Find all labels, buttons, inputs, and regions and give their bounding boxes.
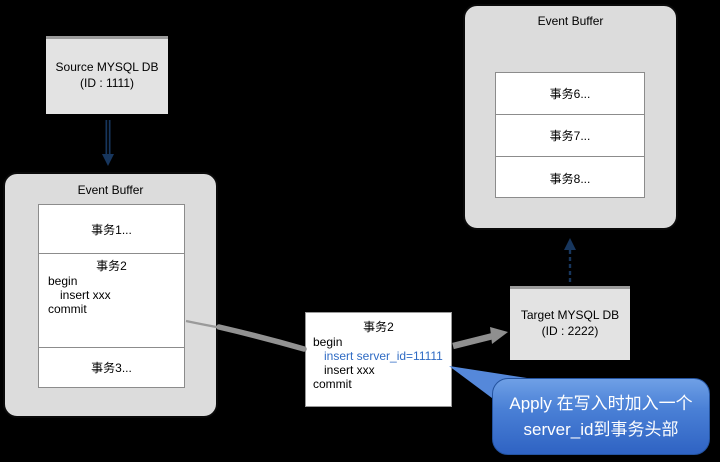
inflight-commit: commit (313, 377, 352, 391)
apply-annotation-callout: Apply 在写入时加入一个 server_id到事务头部 (492, 378, 710, 455)
target-db-title: Target MYSQL DB (520, 308, 620, 322)
source-db-title: Source MYSQL DB (55, 60, 159, 74)
tx2-commit: commit (48, 302, 87, 316)
transaction-8-row: 事务8... (549, 171, 591, 186)
target-transaction-list: 事务6... 事务7... 事务8... (495, 72, 645, 198)
callout-line-2: server_id到事务头部 (523, 419, 679, 439)
source-event-buffer-title: Event Buffer (77, 183, 144, 197)
transaction-2-title: 事务2 (96, 259, 127, 273)
inflight-transaction-box: 事务2 begin insert server_id=11111 insert … (305, 312, 452, 407)
inflight-to-target-arrow (452, 327, 508, 350)
transaction-7-row: 事务7... (496, 115, 644, 157)
callout-line-1: Apply 在写入时加入一个 (509, 393, 693, 413)
target-db-box: Target MYSQL DB (ID : 2222) (508, 284, 632, 362)
target-to-buffer-dashed-arrow (564, 238, 576, 282)
target-event-buffer-title: Event Buffer (537, 14, 604, 28)
tx2-insert: insert xxx (60, 288, 111, 302)
target-db-id: (ID : 2222) (541, 324, 599, 338)
transaction-6-row: 事务6... (496, 73, 644, 115)
source-to-buffer-arrow (102, 120, 114, 166)
inflight-transaction-title: 事务2 (363, 320, 394, 334)
source-db-box: Source MYSQL DB (ID : 1111) (44, 34, 170, 116)
inflight-insert-xxx: insert xxx (324, 363, 375, 377)
transaction-3-row: 事务3... (91, 361, 132, 375)
source-db-id: (ID : 1111) (79, 76, 135, 90)
source-transaction-list: 事务1... 事务2 begin insert xxx commit 事务3..… (38, 204, 185, 388)
inflight-insert-server-id: insert server_id=11111 (324, 349, 443, 363)
transaction-2-row: 事务2 begin insert xxx commit (39, 254, 184, 348)
inflight-begin: begin (313, 335, 343, 349)
tx2-begin: begin (48, 274, 78, 288)
transaction-1-row: 事务1... (39, 205, 184, 254)
